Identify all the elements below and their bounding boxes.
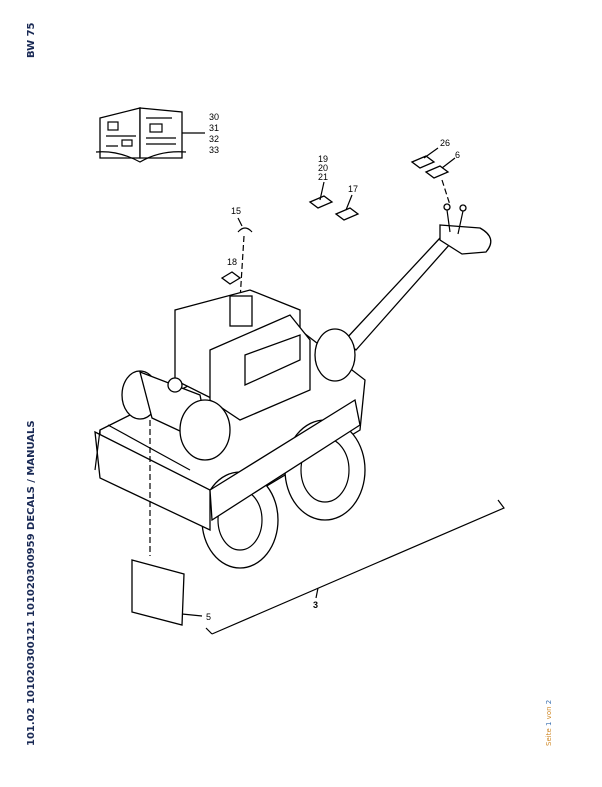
callout-26: 26 <box>440 138 450 148</box>
rotation-arrow-icon <box>237 217 253 233</box>
manual-book-icon <box>95 107 205 163</box>
callout-18: 18 <box>227 257 237 267</box>
decal-19 <box>308 195 334 209</box>
decal-17 <box>334 207 360 221</box>
decal-5 <box>131 559 185 626</box>
callout-21: 21 <box>318 172 328 182</box>
callout-31: 31 <box>209 123 219 133</box>
callout-33: 33 <box>209 145 219 155</box>
decal-18 <box>220 271 242 285</box>
decal-26 <box>410 155 436 169</box>
callout-3: 3 <box>313 600 318 610</box>
roller-machine <box>94 289 366 569</box>
callout-15: 15 <box>231 206 241 216</box>
callout-6: 6 <box>455 150 460 160</box>
callout-17: 17 <box>348 184 358 194</box>
assembly-bracket <box>211 499 505 635</box>
decal-6 <box>424 165 450 179</box>
callout-32: 32 <box>209 134 219 144</box>
callout-19: 19 <box>318 154 328 164</box>
callout-30: 30 <box>209 112 219 122</box>
roller-handle <box>344 203 492 351</box>
callout-20: 20 <box>318 163 328 173</box>
callout-5: 5 <box>206 612 211 622</box>
